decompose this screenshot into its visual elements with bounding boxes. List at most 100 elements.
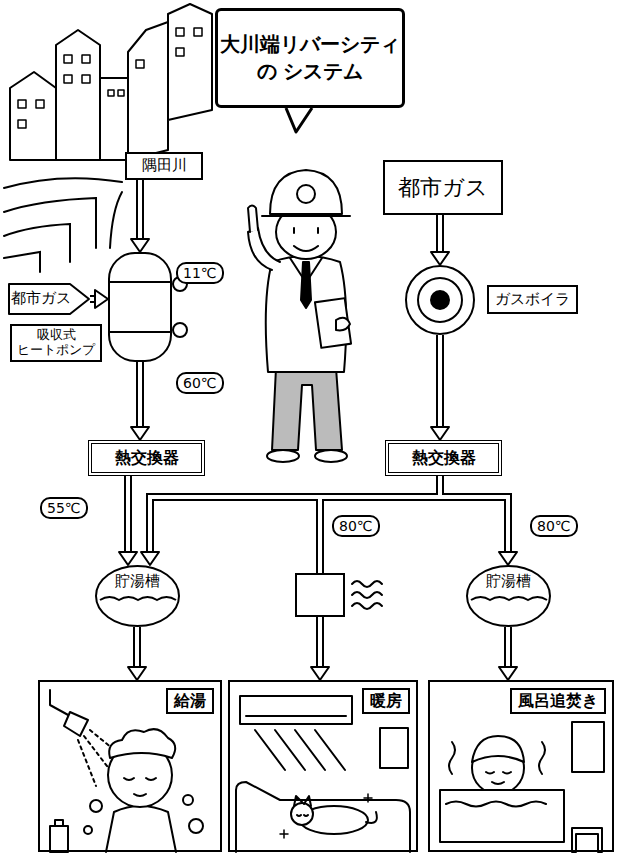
pipe-core <box>138 362 142 429</box>
pipe-core <box>440 476 508 554</box>
node-label: ガスボイラ <box>487 285 578 314</box>
soap-bubble <box>84 826 92 834</box>
cat-head <box>291 803 313 825</box>
arrow-shape <box>9 284 89 314</box>
arrow-head <box>431 427 449 440</box>
sleeping-cat <box>300 806 368 834</box>
shampoo-foam <box>109 729 175 758</box>
usage-panel: 暖房 <box>228 680 418 852</box>
engineer-helmet <box>270 170 342 214</box>
pipe-core <box>506 627 510 669</box>
node-label: 隅田川 <box>142 157 187 174</box>
bather-head <box>108 743 172 807</box>
mirror <box>572 722 604 772</box>
arrow-heads <box>95 239 517 680</box>
engineer-legs <box>272 368 342 450</box>
head-towel <box>472 736 524 762</box>
engineer-figure <box>248 170 351 462</box>
water-drops <box>78 730 124 786</box>
arrow-head <box>131 427 149 440</box>
pipe-core <box>438 215 442 254</box>
pipe-arrow <box>320 476 440 669</box>
arrow-head <box>119 552 137 565</box>
engineer-finger <box>248 206 258 233</box>
air-conditioner <box>240 696 352 724</box>
node-label: 熱交換器 <box>412 449 476 467</box>
storage-tank: 貯湯槽 <box>95 565 180 627</box>
river-bank <box>4 178 122 272</box>
boiler-casing <box>406 266 474 334</box>
heat-exchanger: 熱交換器 <box>88 440 205 476</box>
soap-bubble <box>189 819 203 833</box>
node-label: 吸収式 ヒートポンプ <box>10 324 102 362</box>
engineer-shoe <box>267 450 299 462</box>
sofa <box>236 782 410 852</box>
pipe-arrow <box>440 476 508 554</box>
arrow-head <box>499 667 517 680</box>
storage-tank: 貯湯槽 <box>466 565 551 627</box>
arrow-head <box>95 290 108 308</box>
clipboard <box>315 298 351 348</box>
temperature-label: 80℃ <box>530 515 578 537</box>
soap-bubble <box>183 795 193 805</box>
pump-outline <box>108 252 172 362</box>
airflow-lines <box>255 730 345 770</box>
title-bubble: 大川端リバーシティ の システム <box>215 8 405 108</box>
temperature-label: 60℃ <box>176 372 224 394</box>
bath-stool <box>572 828 602 852</box>
arrow-head <box>431 252 449 265</box>
node-label: 都市ガス <box>11 290 71 307</box>
tank-body <box>467 566 550 626</box>
water-line <box>471 597 547 600</box>
boiler-core <box>431 291 449 309</box>
engineer-features <box>294 228 318 251</box>
bather-head <box>472 742 524 794</box>
shower-head <box>64 712 88 736</box>
helmet-badge <box>297 185 315 203</box>
gas-inlet-arrow: 都市ガス <box>8 283 90 315</box>
arrow-head <box>499 552 517 565</box>
steam <box>449 742 545 774</box>
pipe-core <box>438 335 442 429</box>
arrow-head <box>141 552 159 565</box>
building-windows <box>18 28 202 128</box>
pipe-core <box>126 476 130 554</box>
pipe-arrow <box>150 476 440 554</box>
tank-body <box>96 566 179 626</box>
cat-details <box>294 796 377 823</box>
engineer-tie <box>301 262 311 308</box>
helmet-brim <box>262 215 350 217</box>
bather-face <box>486 772 511 784</box>
pipe-arrow <box>136 362 144 429</box>
pump-shell <box>109 253 171 361</box>
arrow-head <box>311 667 329 680</box>
engineer-arm <box>248 228 280 270</box>
radiator-body <box>296 574 344 616</box>
shampoo-bottle <box>50 820 68 852</box>
building-outline <box>10 4 212 160</box>
pipe-core <box>320 476 440 669</box>
node-label: 貯湯槽 <box>95 573 180 590</box>
pipe-outlines <box>90 180 508 669</box>
city-buildings <box>10 4 212 160</box>
heating-scene <box>236 696 410 852</box>
pipe-core <box>150 476 440 554</box>
pipe-cores <box>90 180 508 669</box>
pipe-arrow <box>504 627 512 669</box>
pump-port <box>173 323 187 337</box>
node-label: 暖房 <box>362 688 410 714</box>
bather-body <box>106 806 176 852</box>
bath-scene <box>440 722 604 852</box>
arrow-head <box>131 239 149 252</box>
usage-panel: 給湯 <box>38 680 222 852</box>
ac-vents <box>246 715 346 717</box>
pipe-arrow <box>436 215 444 254</box>
engineer-shoe <box>315 450 347 462</box>
bather-face <box>124 778 156 796</box>
shower-pipe <box>50 690 70 716</box>
pipe-arrow <box>133 627 141 669</box>
pipe-arrow <box>136 180 144 241</box>
engineer-hand <box>336 318 350 331</box>
temperature-label: 80℃ <box>332 515 380 537</box>
